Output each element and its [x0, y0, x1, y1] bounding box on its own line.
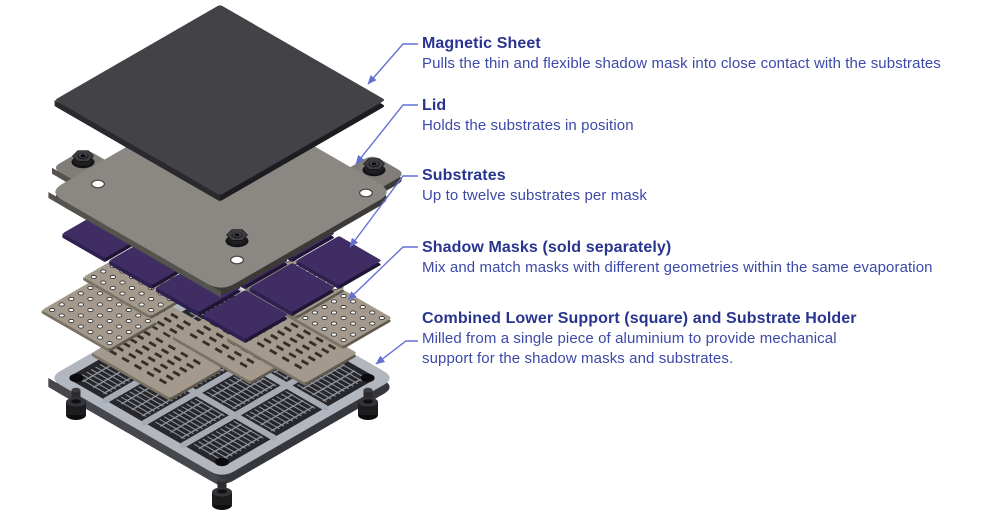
leader-magnetic-sheet	[367, 43, 418, 85]
leader-lines	[347, 43, 418, 365]
hex-nuts	[71, 150, 386, 248]
substrate	[296, 236, 381, 290]
lid-holes	[90, 179, 374, 265]
substrate	[202, 290, 288, 344]
leader-lid	[355, 104, 418, 165]
leader-shadow-masks	[347, 246, 418, 301]
substrate	[249, 263, 334, 317]
substrate	[62, 209, 147, 263]
mounting-screws	[66, 387, 378, 510]
leader-substrates	[349, 175, 418, 248]
magnetic-sheet	[54, 5, 385, 202]
shadow-mask-dots	[41, 282, 157, 353]
leader-lower-support	[375, 340, 418, 365]
